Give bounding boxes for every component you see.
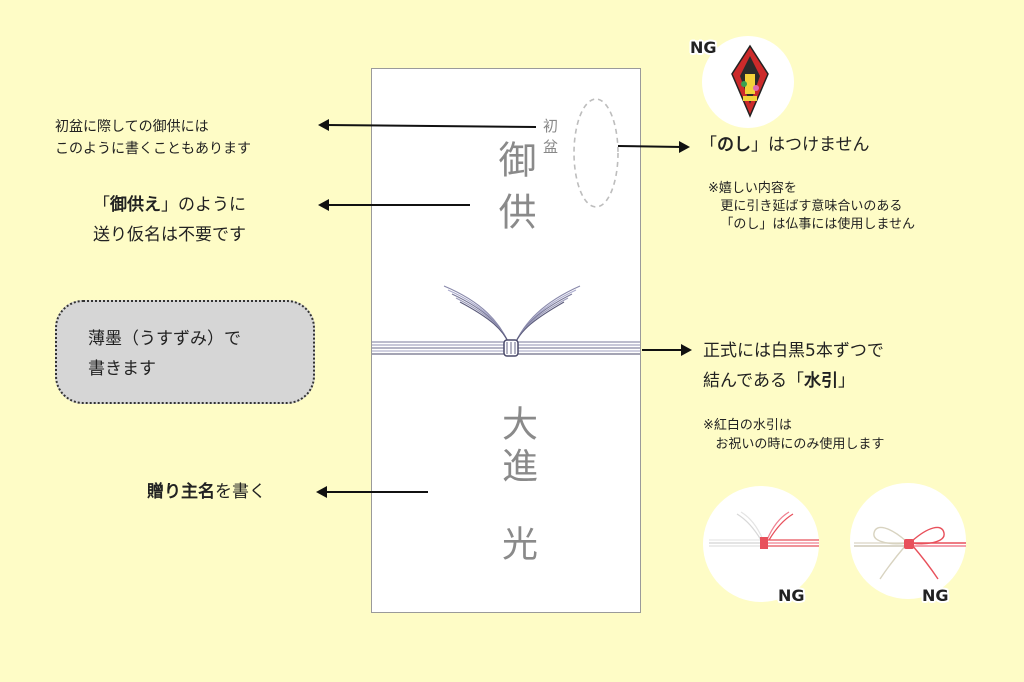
mizuhiki-bold: 水引	[803, 371, 838, 391]
arrow-right-icon	[618, 141, 690, 153]
mizuhiki-line2-end: 」	[837, 371, 855, 391]
okurigana-rest: 」のように	[161, 195, 246, 215]
noshi-label-quote: 「	[700, 135, 717, 155]
usuzumi-text: 薄墨（うすずみ）で 書きます	[88, 324, 241, 384]
arrow-left-icon	[316, 486, 428, 498]
hatsubon-small-text: 初盆	[541, 118, 559, 160]
hatsubon-note-line2: このように書くこともあります	[55, 141, 251, 157]
mizuhiki-line2-start: 結んである「	[703, 371, 804, 391]
noshi-placeholder-oval	[573, 98, 619, 208]
okurigana-bold: 御供え	[110, 195, 161, 215]
usuzumi-line2: 書きます	[88, 359, 156, 379]
kohaku-chouchou-icon	[854, 526, 966, 580]
sender-family-name: 大進	[496, 405, 537, 489]
kohaku-note: ※紅白の水引は お祝いの時にのみ使用します	[703, 416, 884, 454]
noshi-note: ※嬉しい内容を 更に引き延ばす意味合いのある 「のし」は仏事には使用しません	[708, 180, 915, 234]
ng-badge-chouchou: NG	[922, 586, 949, 605]
sender-label: 贈り主名を書く	[147, 477, 266, 507]
noshi-label: 「のし」はつけません	[700, 130, 870, 160]
envelope-title: 御供	[492, 140, 536, 244]
mizuhiki-line1: 正式には白黒5本ずつで	[703, 341, 884, 361]
hatsubon-note-line1: 初盆に際しての御供には	[55, 119, 209, 135]
noshi-label-rest: 」はつけません	[751, 135, 870, 155]
okurigana-quote: 「	[93, 195, 110, 215]
noshi-icon	[731, 44, 769, 118]
ng-badge-musubikiri: NG	[778, 586, 805, 605]
okurigana-line2: 送り仮名は不要です	[93, 225, 246, 245]
okurigana-label: 「御供え」のように 送り仮名は不要です	[93, 190, 246, 250]
arrow-left-icon	[318, 199, 470, 211]
arrow-left-icon	[318, 119, 536, 131]
kohaku-musubikiri-icon	[709, 511, 819, 549]
sender-given-name: 光	[496, 525, 537, 561]
noshi-label-bold: のし	[717, 135, 751, 155]
kohaku-note-line1: ※紅白の水引は	[703, 418, 792, 433]
noshi-note-line2: 更に引き延ばす意味合いのある	[720, 199, 903, 214]
usuzumi-line1: 薄墨（うすずみ）で	[88, 329, 241, 349]
sender-label-rest: を書く	[215, 482, 266, 502]
hatsubon-note: 初盆に際しての御供には このように書くこともあります	[55, 116, 251, 160]
mizuhiki-kurojiro	[372, 285, 640, 357]
usuzumi-box	[55, 300, 315, 404]
arrow-right-icon	[642, 344, 692, 356]
sender-label-bold: 贈り主名	[147, 482, 215, 502]
noshi-note-line3: 「のし」は仏事には使用しません	[720, 217, 916, 232]
mizuhiki-label: 正式には白黒5本ずつで 結んである「水引」	[703, 336, 884, 396]
kohaku-note-line2: お祝いの時にのみ使用します	[715, 437, 885, 452]
ng-badge-noshi: NG	[690, 38, 717, 57]
noshi-note-line1: ※嬉しい内容を	[708, 181, 797, 196]
